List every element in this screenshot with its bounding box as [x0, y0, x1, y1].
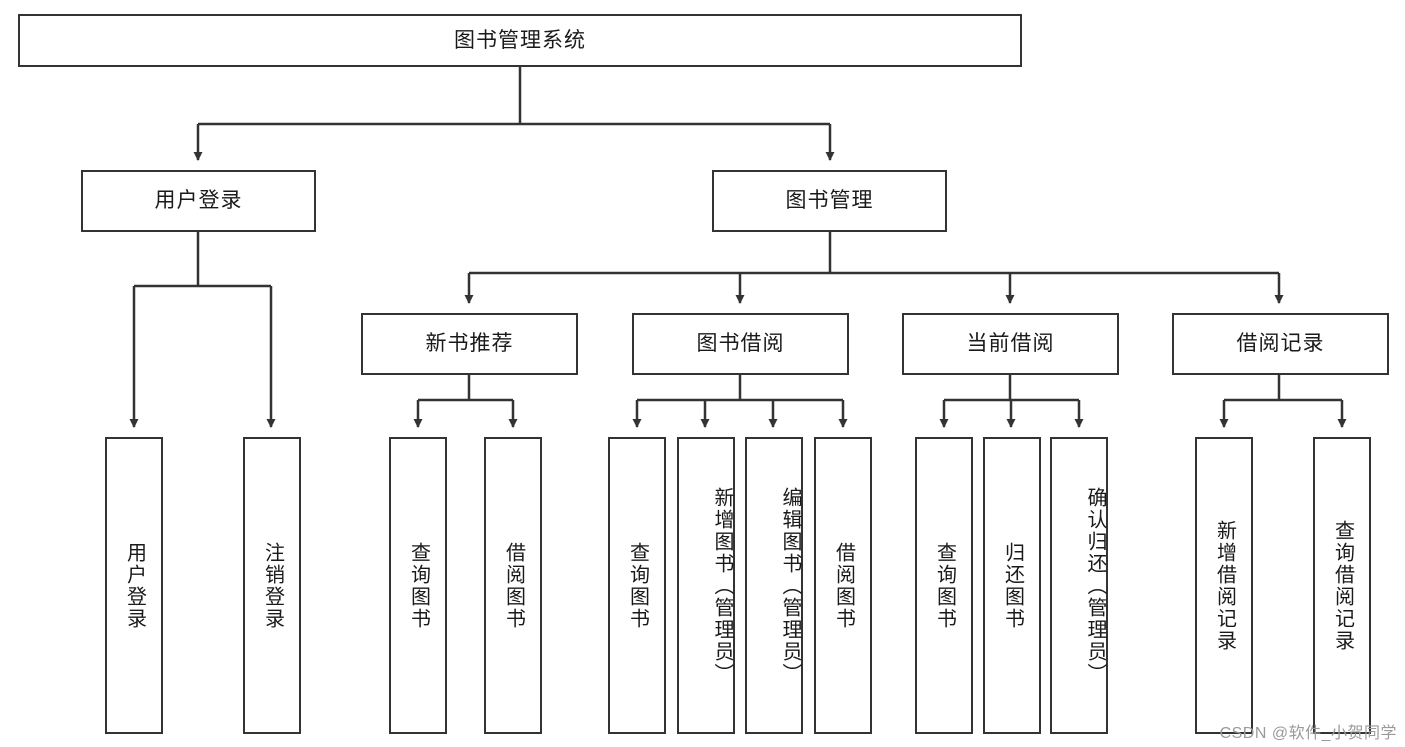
node-new-book-recommend[interactable]: 新书推荐: [361, 313, 578, 375]
node-leaf-query-book-new[interactable]: 查询图书: [389, 437, 447, 734]
edges-borrowrecord-to-leaves: [1219, 375, 1347, 428]
edges-userlogin-to-leaves: [129, 232, 276, 428]
node-leaf-add-borrow-record[interactable]: 新增借阅记录: [1195, 437, 1253, 734]
node-leaf-add-book-admin[interactable]: 新增图书（管理员）: [677, 437, 735, 734]
node-leaf-borrow-book-new[interactable]: 借阅图书: [484, 437, 542, 734]
node-user-login[interactable]: 用户登录: [81, 170, 316, 232]
edges-bookborrow-to-leaves: [632, 375, 848, 428]
node-leaf-query-book-borrow[interactable]: 查询图书: [608, 437, 666, 734]
node-leaf-query-book-current[interactable]: 查询图书: [915, 437, 973, 734]
node-leaf-return-book[interactable]: 归还图书: [983, 437, 1041, 734]
node-book-borrow[interactable]: 图书借阅: [632, 313, 849, 375]
node-book-management[interactable]: 图书管理: [712, 170, 947, 232]
node-leaf-logout-login[interactable]: 注销登录: [243, 437, 301, 734]
node-leaf-confirm-return-admin[interactable]: 确认归还（管理员）: [1050, 437, 1108, 734]
node-leaf-query-borrow-record[interactable]: 查询借阅记录: [1313, 437, 1371, 734]
node-current-borrow[interactable]: 当前借阅: [902, 313, 1119, 375]
node-leaf-edit-book-admin[interactable]: 编辑图书（管理员）: [745, 437, 803, 734]
node-root-library-system[interactable]: 图书管理系统: [18, 14, 1022, 67]
node-leaf-borrow-book-borrow[interactable]: 借阅图书: [814, 437, 872, 734]
edges-currentborrow-to-leaves: [939, 375, 1084, 428]
edges-bookmanagement-to-level3: [464, 232, 1284, 304]
node-leaf-user-login[interactable]: 用户登录: [105, 437, 163, 734]
node-borrow-record[interactable]: 借阅记录: [1172, 313, 1389, 375]
edges-root-to-level2: [193, 67, 835, 161]
edges-newbook-to-leaves: [413, 375, 518, 428]
